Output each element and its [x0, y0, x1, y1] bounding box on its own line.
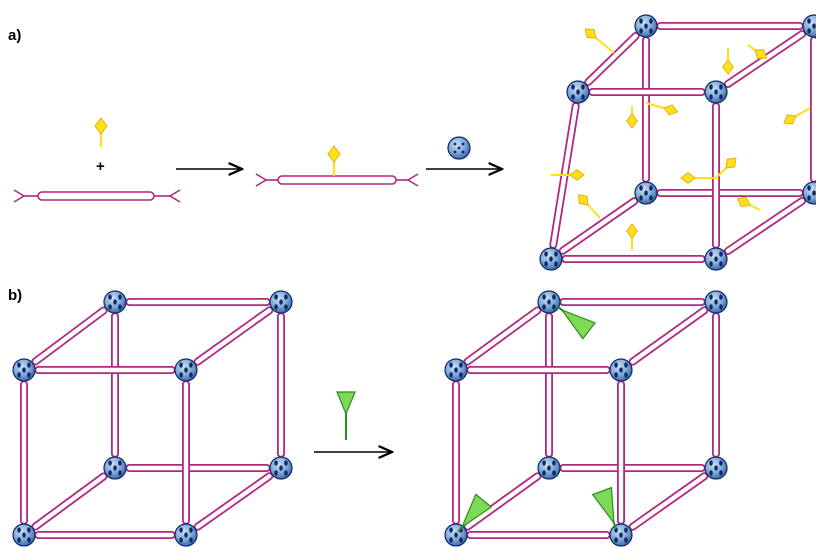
metal-node-sphere-icon — [444, 358, 468, 382]
green-cone-receptor-icon — [457, 493, 493, 533]
diamond-ligand-icon — [584, 28, 615, 54]
receptor-reagent — [336, 391, 356, 440]
metal-node-reagent — [447, 136, 471, 160]
linker-tube — [193, 472, 274, 531]
free-ligand — [94, 117, 108, 147]
receptor-loaded-cage — [444, 290, 728, 547]
metal-node-sphere-icon — [609, 523, 633, 547]
linker-tube — [584, 31, 640, 87]
panel-a: + — [13, 14, 816, 271]
diamond-ligand-icon — [577, 194, 601, 219]
functionalised-cage — [539, 14, 816, 271]
metal-node-sphere-icon — [539, 247, 563, 271]
metal-node-sphere-icon — [704, 247, 728, 271]
linker-tube — [463, 472, 542, 531]
diamond-ligand-icon — [680, 172, 716, 184]
metal-node-sphere-icon — [12, 358, 36, 382]
green-cone-receptor-icon — [591, 486, 618, 529]
linker-tube — [31, 472, 108, 531]
linker-tube — [723, 196, 807, 256]
diamond-ligand-icon — [645, 102, 679, 116]
panel-label-b: b) — [8, 287, 22, 304]
metal-node-sphere-icon — [704, 456, 728, 480]
metal-node-sphere-icon — [634, 181, 658, 205]
panel-label-a: a) — [8, 27, 21, 44]
linker-tube — [193, 306, 274, 366]
metal-node-sphere-icon — [802, 181, 816, 205]
metal-node-sphere-icon — [704, 80, 728, 104]
diamond-ligand-icon — [626, 223, 638, 250]
diamond-ligand-icon — [626, 106, 638, 129]
linker-tube — [628, 472, 709, 531]
metal-node-sphere-icon — [174, 523, 198, 547]
metal-node-sphere-icon — [444, 523, 468, 547]
linker-tube — [723, 29, 807, 89]
diamond-ligand-icon — [715, 157, 737, 179]
metal-node-sphere-icon — [537, 290, 561, 314]
metal-node-sphere-icon — [269, 456, 293, 480]
panel-b — [12, 290, 728, 547]
green-cone-receptor-icon — [556, 305, 596, 340]
metal-node-sphere-icon — [802, 14, 816, 38]
metal-node-sphere-icon — [103, 290, 127, 314]
diamond-ligand-icon — [722, 48, 734, 75]
metal-node-sphere-icon — [12, 523, 36, 547]
diamond-ligand-icon — [783, 107, 811, 125]
metal-node-sphere-icon — [609, 358, 633, 382]
diamond-ligand-icon — [327, 145, 341, 163]
metal-node-sphere-icon — [566, 80, 590, 104]
metal-node-sphere-icon — [103, 456, 127, 480]
metal-node-sphere-icon — [174, 358, 198, 382]
linker-tube — [463, 306, 542, 366]
linker-tube — [628, 306, 709, 366]
diamond-ligand-icon — [94, 117, 108, 135]
diamond-ligand-icon — [747, 44, 768, 59]
linker-tube — [558, 197, 639, 255]
linker-functionalised — [255, 145, 419, 187]
metal-node-sphere-icon — [269, 290, 293, 314]
plus-sign: + — [96, 158, 105, 175]
empty-cage — [12, 290, 293, 547]
green-cone-receptor-icon — [336, 391, 356, 416]
metal-node-sphere-icon — [704, 290, 728, 314]
linker-tube — [31, 306, 108, 366]
metal-node-sphere-icon — [634, 14, 658, 38]
linker-plain — [13, 189, 181, 203]
metal-node-sphere-icon — [537, 456, 561, 480]
diamond-ligand-icon — [736, 196, 761, 211]
diamond-ligand-icon — [551, 169, 585, 181]
